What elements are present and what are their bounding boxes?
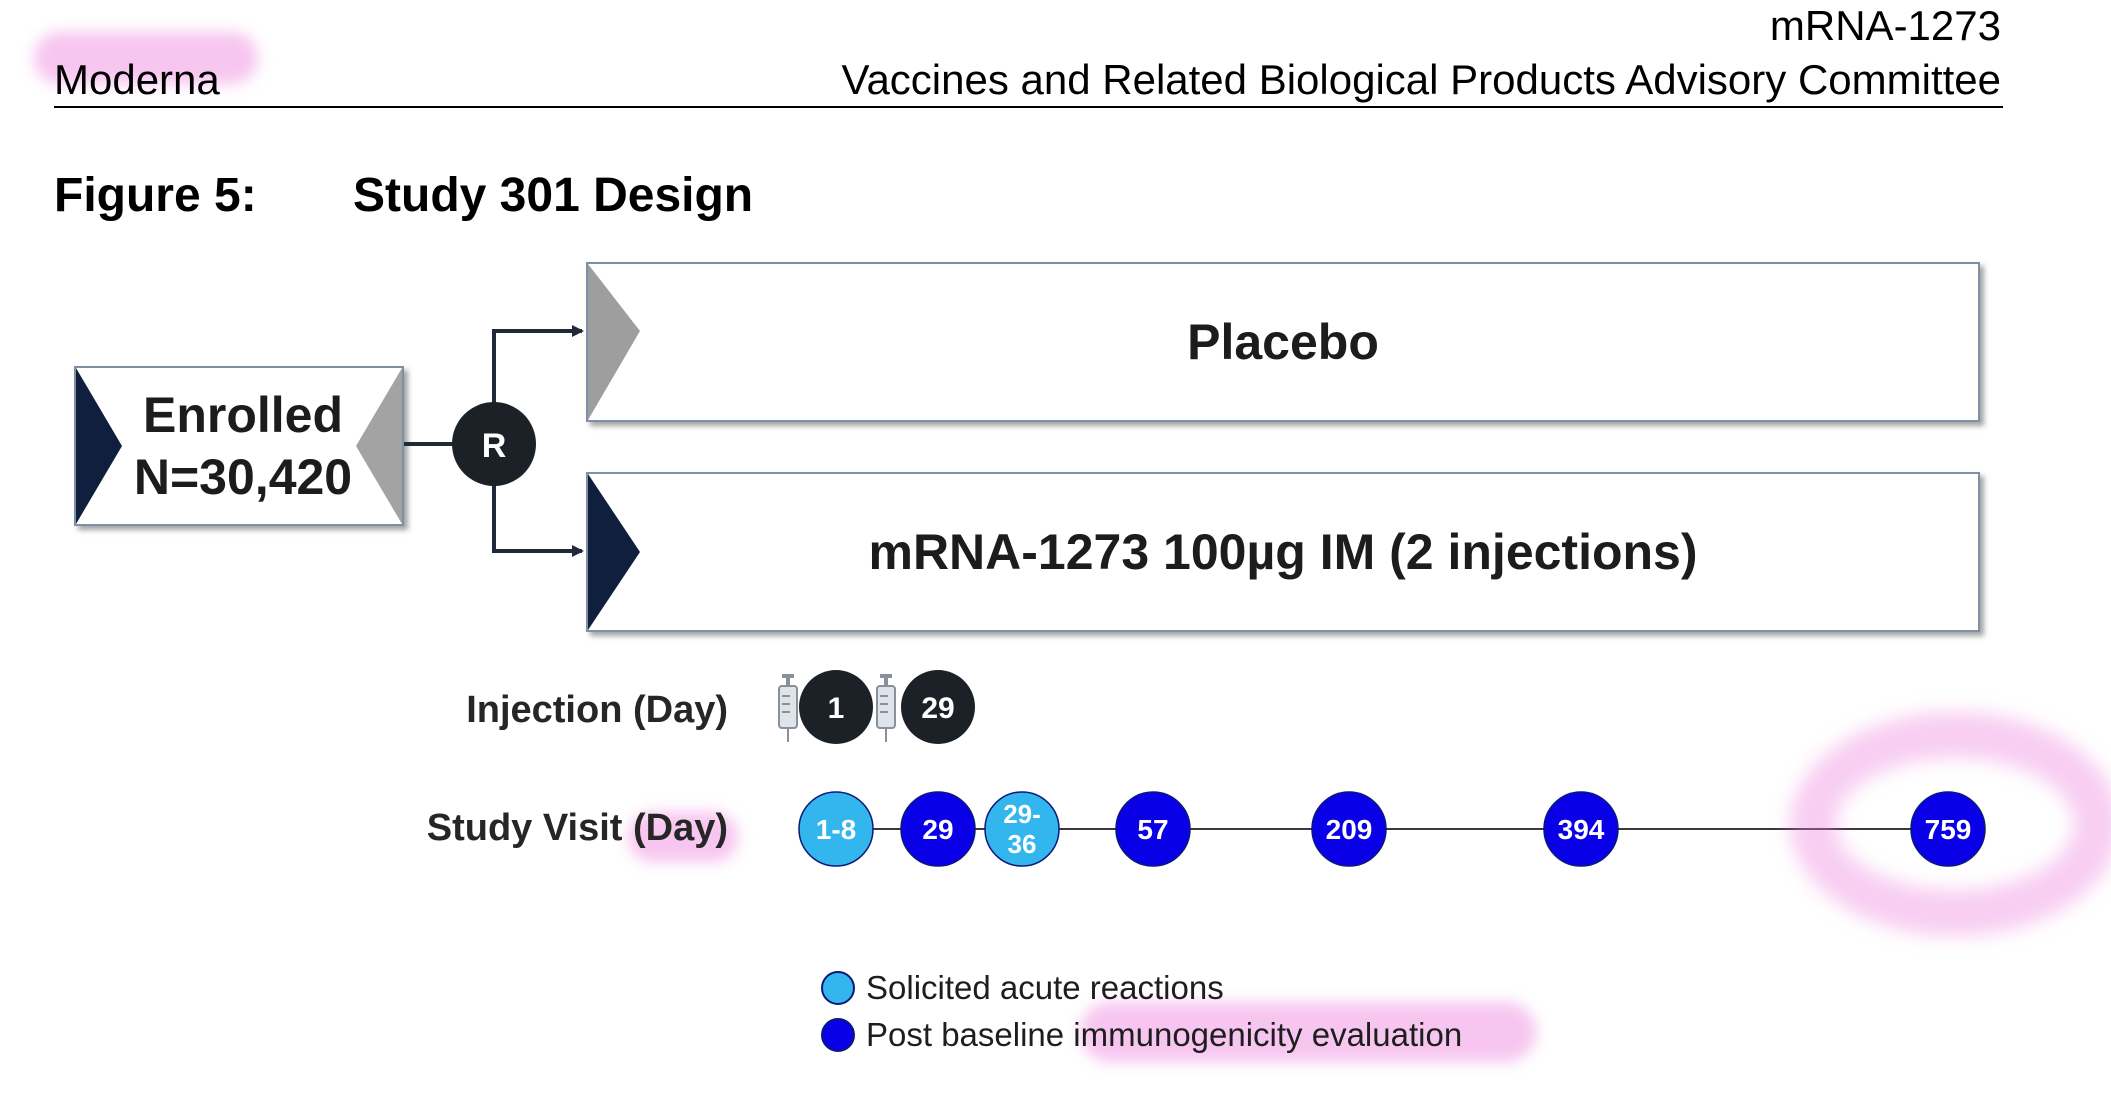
- legend-swatch-immunogenicity: [821, 1018, 855, 1052]
- highlighter-circle: [1790, 712, 2111, 936]
- enrolled-count: N=30,420: [133, 449, 353, 505]
- header-divider: [54, 106, 2003, 108]
- visit-marker: [1115, 791, 1191, 867]
- header-product: mRNA-1273: [1769, 2, 2001, 49]
- visit-day-label: 209: [1326, 814, 1373, 845]
- highlighter-mark: [34, 32, 258, 84]
- enrolled-label: Enrolled N=30,420: [76, 368, 402, 524]
- enrolled-box: Enrolled N=30,420: [74, 366, 404, 526]
- visit-marker: [1543, 791, 1619, 867]
- visit-day-label: 394: [1558, 814, 1605, 845]
- study-visit-row-label: Study Visit (Day): [426, 807, 728, 849]
- randomization-node: [452, 402, 536, 486]
- visit-marker: [1311, 791, 1387, 867]
- visit-day-label: 36: [1008, 829, 1037, 859]
- legend-label-immunogenicity: Post baseline immunogenicity evaluation: [866, 1016, 1463, 1053]
- arrow-to-placebo: [492, 325, 584, 414]
- arm-label-placebo: Placebo: [1187, 314, 1379, 370]
- injection-day-marker: [901, 670, 975, 744]
- header-committee: Vaccines and Related Biological Products…: [841, 56, 2001, 103]
- arrow-to-mrna: [492, 476, 584, 557]
- visit-marker: [984, 791, 1060, 867]
- header-company: Moderna: [54, 56, 220, 103]
- injection-row-label: Injection (Day): [466, 689, 728, 731]
- visit-day-label: 57: [1137, 814, 1168, 845]
- legend-label-solicited: Solicited acute reactions: [866, 969, 1224, 1006]
- arm-box-placebo: Placebo: [586, 262, 1980, 422]
- enrolled-left-chevron: [76, 368, 122, 524]
- visit-day-label: 1-8: [816, 814, 856, 845]
- syringe-icon: [778, 674, 798, 742]
- enrolled-right-chevron: [356, 368, 402, 524]
- visit-day-label: 29-: [1003, 799, 1041, 829]
- arm-label-mrna: mRNA-1273 100µg IM (2 injections): [868, 524, 1698, 580]
- injection-day-label: 29: [921, 692, 954, 725]
- visit-marker: [798, 791, 874, 867]
- highlighter-mark: [628, 812, 738, 862]
- placebo-arm-chevron: [588, 264, 640, 420]
- mrna-arm-chevron: [588, 474, 640, 630]
- injection-day-label: 1: [828, 692, 845, 725]
- visit-day-label: 29: [922, 814, 953, 845]
- injection-day-marker: [799, 670, 873, 744]
- visit-marker: [900, 791, 976, 867]
- randomization-label: R: [482, 427, 507, 465]
- legend-swatch-solicited: [821, 971, 855, 1005]
- figure-title: Study 301 Design: [353, 169, 754, 222]
- arm-box-mrna: mRNA-1273 100µg IM (2 injections): [586, 472, 1980, 632]
- syringe-icon: [876, 674, 896, 742]
- enrolled-title: Enrolled: [142, 387, 344, 443]
- highlighter-mark: [1080, 1002, 1536, 1062]
- figure-number: Figure 5:: [54, 169, 257, 222]
